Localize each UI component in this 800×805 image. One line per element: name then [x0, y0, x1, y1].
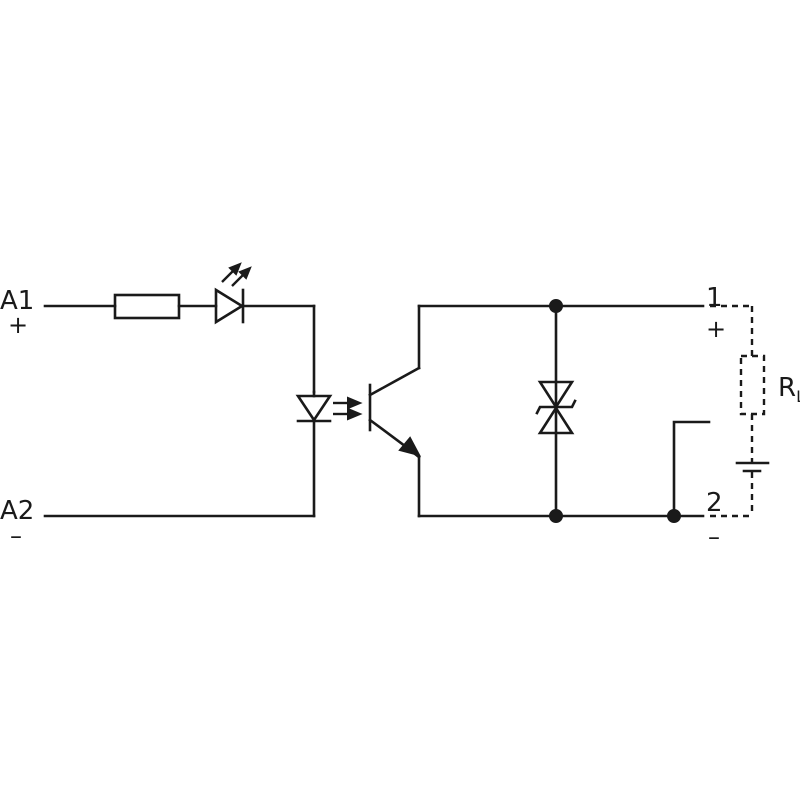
tvs-diode [535, 304, 577, 518]
opto-led-triangle [295, 394, 333, 423]
terminal-1-polarity: + [706, 315, 726, 343]
terminal-a1-label: A1 [0, 286, 34, 316]
tvs-triangle-lower [537, 405, 575, 435]
load-label: RL [778, 373, 800, 406]
led-ray-2-head [238, 266, 252, 280]
terminal-labels: A1 + A2 – 1 + 2 – [0, 283, 726, 551]
optical-coupling-arrows [333, 396, 363, 421]
terminal-2-label: 2 [706, 488, 723, 518]
opto-ray-2-head [347, 407, 363, 421]
series-resistor [113, 293, 181, 320]
transistor-emitter [368, 418, 407, 448]
transistor-collector [368, 366, 421, 397]
output-stub [672, 420, 711, 518]
output-circuit [368, 299, 711, 523]
emitter-arrow [398, 436, 421, 457]
phototransistor [368, 304, 421, 518]
indicator-led [214, 262, 252, 325]
load-resistor [739, 354, 766, 416]
optocoupler-led [295, 390, 333, 423]
opto-ray-1-head [347, 396, 363, 410]
terminal-1-label: 1 [706, 283, 723, 313]
tvs-bar [535, 399, 577, 415]
input-circuit [43, 262, 363, 518]
led-ray-1-head [228, 262, 242, 276]
terminal-a2-polarity: – [10, 522, 22, 550]
terminal-a2-label: A2 [0, 496, 34, 526]
terminal-2-polarity: – [708, 523, 720, 551]
terminal-a1-polarity: + [8, 311, 28, 339]
tvs-triangle-upper [537, 380, 575, 410]
wire-emitter-join [408, 448, 421, 459]
led-triangle [214, 287, 245, 325]
external-load: RL [710, 304, 800, 518]
